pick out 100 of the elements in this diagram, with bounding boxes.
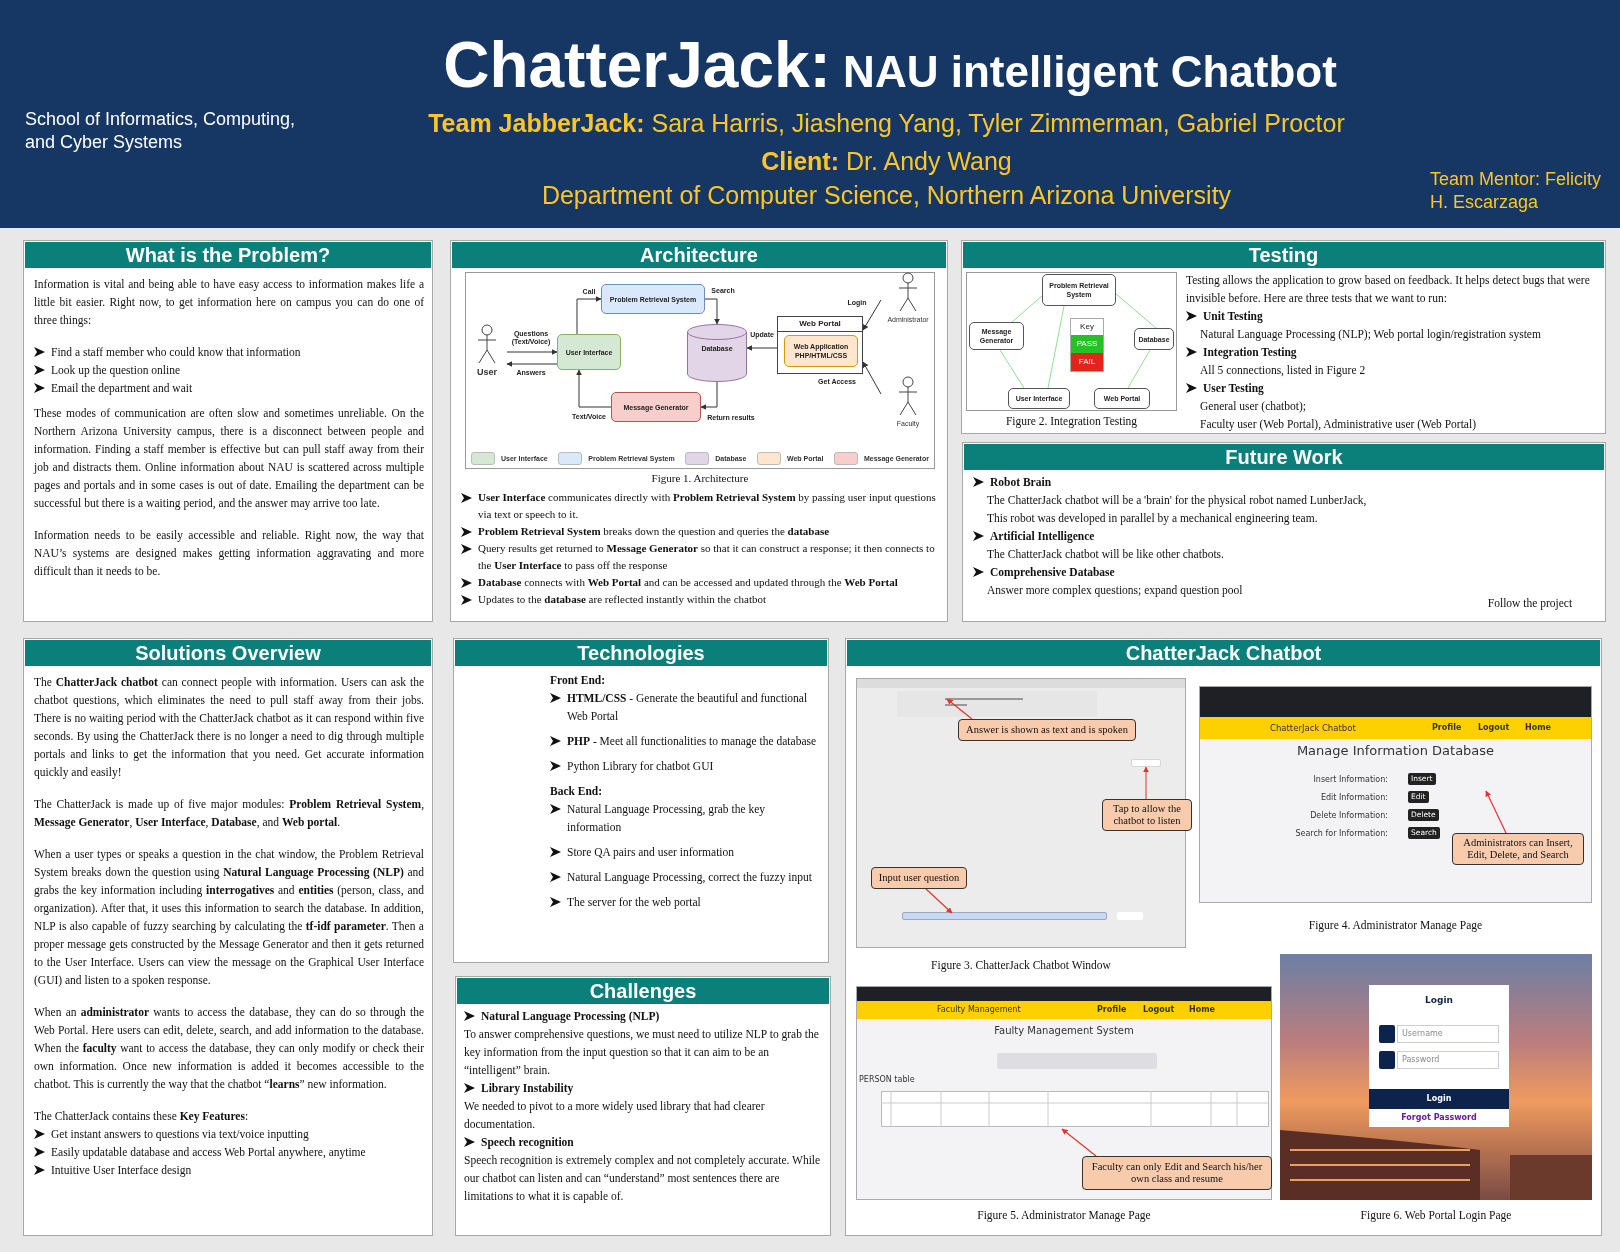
section-panel — [453, 638, 829, 963]
arrow — [1143, 766, 1149, 800]
bullet-text: Intuitive User Interface design — [51, 1163, 193, 1179]
paragraph: The ChatterJack contains these Key Features: — [34, 1109, 250, 1125]
bullet-text: PHP - Meet all functionalities to manage the database — [567, 734, 818, 750]
bullet-text: Look up the question online — [51, 363, 182, 379]
nav-link: Home — [1189, 1005, 1215, 1015]
nav-link: Profile — [1097, 1005, 1127, 1015]
bullet-text: Find a staff member who could know that information — [51, 345, 302, 360]
body-text: The ChatterJack chatbot will be like other chatbots. — [986, 547, 1225, 562]
bullet-text: The server for the web portal — [567, 895, 702, 911]
paragraph: When a user types or speaks a question in the chat window, the Problem Retrieval System breaks down the question using Natural Language Processing (NLP) and grabs the key information including interrogatives and entities (person, class, and organization). After that, it uses this information to search the database. In addition, NLP is also capable of fuzzy searching by calculating the tf-idf parameter. Then a proper message gets constructed by the Message Generator and then it gets returned to the User Interface. Users can view the message on the Graphical User Interface (GUI) and listen to a spoken response. — [34, 847, 424, 989]
body-text: Answer more complex questions; expand question pool — [986, 583, 1244, 599]
callout-box: Answer is shown as text and is spoken — [958, 719, 1136, 741]
bullet-text: Python Library for chatbot GUI — [567, 759, 715, 775]
bullet-text: Updates to the database are reflected instantly within the chatbot — [478, 592, 768, 607]
subheading: Front End: — [550, 673, 607, 688]
leader-line — [1485, 790, 1507, 834]
callout-box: Input user question — [871, 867, 967, 889]
body-text: Natural Language Processing (NLP); Web portal login/registration system — [1199, 327, 1542, 343]
callout-box: Faculty can only Edit and Search his/her own class and resume — [1082, 1156, 1272, 1190]
bullet-text: Easily updatable database and access Web Portal anywhere, anytime — [51, 1145, 367, 1161]
bullet-text: Natural Language Processing, correct the fuzzy input — [567, 870, 813, 886]
connector-line — [999, 349, 1025, 389]
client-line: Client: Dr. Andy Wang — [760, 146, 1013, 177]
bullet-text: Email the department and wait — [51, 381, 194, 397]
poster-title: ChatterJack: NAU intelligent Chatbot — [442, 28, 1338, 103]
section-heading: Testing — [963, 242, 1604, 268]
listen-button — [1131, 759, 1161, 767]
forgot-password-link: Forgot Password — [1400, 1113, 1478, 1123]
container-title: Web Portal — [778, 317, 862, 332]
username-field: Username — [1397, 1025, 1499, 1043]
bullet-text: Natural Language Processing, grab the key information — [567, 802, 766, 835]
bullet-heading: Integration Testing — [1203, 345, 1298, 361]
leader-line — [925, 888, 953, 914]
paragraph: Information needs to be easily accessible and reliable. Right now, the way that NAU’s systems are designed makes getting information aggravating and more difficult than it needs to be. — [34, 528, 424, 579]
section-panel — [962, 442, 1606, 622]
school-name: School of Informatics, Computing, and Cyber Systems — [25, 108, 297, 153]
card-title: Login — [1424, 995, 1454, 1006]
connector-line — [1127, 349, 1151, 389]
section-heading: Architecture — [452, 242, 946, 268]
body-text: All 5 connections, listed in Figure 2 — [1199, 363, 1367, 379]
figure-caption: Figure 1. Architecture — [650, 471, 750, 486]
subheading: Back End: — [550, 784, 604, 799]
page-title: Manage Information Database — [1295, 743, 1496, 759]
nav-link: Logout — [1143, 1005, 1175, 1015]
key-title: Key — [1079, 321, 1095, 333]
bullet-text: HTML/CSS - Generate the beautiful and functional Web Portal — [567, 691, 809, 724]
bullet-text: Database connects with Web Portal and can be accessed and updated through the Web Portal — [478, 575, 899, 590]
figure-caption: Figure 4. Administrator Manage Page — [1307, 918, 1484, 933]
callout-box: Tap to allow the chatbot to listen — [1102, 799, 1192, 831]
section-panel — [450, 240, 948, 622]
paragraph: These modes of communication are often slow and sometimes unreliable. On the Northern Arizona University campus, there is a disconnect between people and information. Finding a staff member is effective but can pull staff away from their job and distracts them. Online information about NAU is scattered across multiple pages and portals and in some cases is out of date. Emailing the department can be successful but there is a waiting period, and the answer may arrive too late. — [34, 406, 424, 512]
team-line: Team JabberJack: Sara Harris, Jiasheng Yang, Tyler Zimmerman, Gabriel Proctor — [427, 108, 1346, 139]
paragraph: When an administrator wants to access the database, they can do so through the Web Portal. Here users can edit, delete, search, and add information to the database. When the faculty want to access the database, they can only modify or check their own information. Once new information is added it becomes accessible to the chatbot. This is currently the way that the chatbot “learns” new information. — [34, 1005, 424, 1093]
paragraph: Testing allows the application to grow based on feedback. It helps detect bugs that were invisible before. Here are three tests that we want to run: — [1186, 273, 1591, 306]
login-button: Login — [1369, 1089, 1509, 1109]
figure-caption: Figure 2. Integration Testing — [1004, 414, 1139, 429]
paragraph: We needed to pivot to a more widely used library that had clearer documentation. — [464, 1099, 766, 1132]
section-heading: What is the Problem? — [25, 242, 431, 268]
connector-line — [1047, 305, 1065, 389]
form-label: Insert Information: — [1313, 775, 1388, 785]
arrow — [576, 369, 612, 408]
header-band — [0, 0, 1620, 228]
bullet-heading: Speech recognition — [481, 1135, 575, 1151]
section-panel — [845, 638, 1602, 1236]
container-box — [777, 316, 863, 374]
nav-link: Home — [1525, 723, 1551, 733]
arrow — [862, 299, 882, 331]
section-heading: Technologies — [455, 640, 827, 666]
bullet-heading: Unit Testing — [1203, 309, 1264, 325]
bullet-heading: User Testing — [1203, 381, 1265, 397]
section-panel — [455, 976, 831, 1236]
bullet-text: Store QA pairs and user information — [567, 845, 736, 861]
paragraph: The ChatterJack chatbot can connect people with information. Users can ask the chatbot questions, which eliminates the need to pull staff away from their jobs. There is no waiting period with the ChatterJack chatbot as it can respond within five seconds. By using the ChatterJack there is no longer a need to dig through multiple portals and links to get the information that you need. Get accurate information quickly and easily! — [34, 675, 424, 781]
section-heading: Challenges — [457, 978, 829, 1004]
body-text: The ChatterJack chatbot will be a 'brain' for the physical robot named LunberJack, — [986, 493, 1368, 509]
bullet-heading: Comprehensive Database — [990, 565, 1116, 581]
bullet-heading: Artificial Intelligence — [990, 529, 1096, 545]
bullet-heading: Robot Brain — [990, 475, 1053, 490]
body-text: Faculty user (Web Portal), Administrative user (Web Portal) — [1199, 417, 1477, 433]
site-name: ChatterJack Chatbot — [1270, 723, 1356, 734]
form-label: Edit Information: — [1320, 793, 1388, 803]
bullet-text: Get instant answers to questions via text/voice inputting — [51, 1127, 310, 1143]
figure-caption: Figure 6. Web Portal Login Page — [1359, 1208, 1513, 1223]
section-panel — [961, 240, 1606, 434]
arrow — [576, 296, 602, 335]
section-heading: Solutions Overview — [25, 640, 431, 666]
password-field: Password — [1397, 1051, 1499, 1069]
paragraph: Speech recognition is extremely complex and not completely accurate. While our chatbot can listen and can “understand” most sentences there are limitations to what it is capable of. — [464, 1153, 822, 1205]
actor-label: User — [477, 367, 497, 377]
arrow — [862, 361, 882, 395]
arrow — [704, 298, 720, 325]
nav-link: Logout — [1478, 723, 1510, 733]
body-text: General user (chatbot); — [1199, 399, 1307, 415]
callout-box: Administrators can Insert, Edit, Delete, and Search — [1452, 833, 1584, 865]
connector-line — [1115, 293, 1157, 329]
arrow — [506, 349, 558, 355]
bullet-heading: Natural Language Processing (NLP) — [481, 1009, 661, 1025]
page-title: Faulty Management System — [993, 1025, 1135, 1037]
